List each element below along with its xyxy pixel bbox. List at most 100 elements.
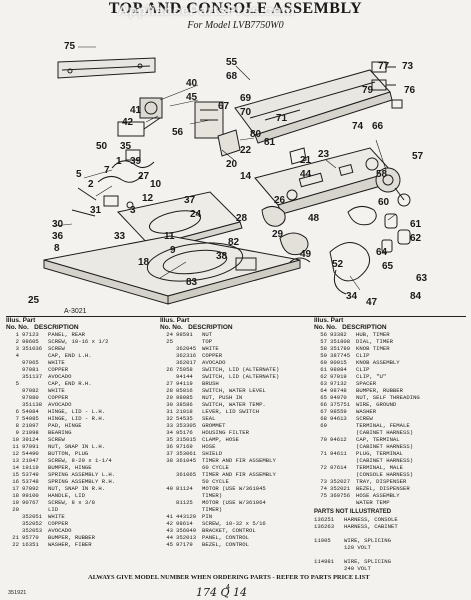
- description-cell: HINGE, LID - R.H.: [48, 415, 106, 422]
- illus-no-cell: 60: [320, 359, 327, 366]
- page-number: 4: [226, 584, 230, 591]
- description-cell: WIRE, SPLICING: [344, 537, 391, 544]
- illus-no-cell: 18: [12, 492, 19, 499]
- part-no-cell: 352051: [22, 513, 43, 520]
- callout-14: 14: [240, 171, 252, 182]
- description-cell: TIMER AND FIR ASSEMBLY: [202, 471, 276, 478]
- description-cell: HOSE: [202, 443, 216, 450]
- part-no-cell: [330, 499, 356, 506]
- illus-no-cell: 71: [320, 450, 327, 457]
- part-no-cell: 375751: [330, 401, 351, 408]
- part-no-cell: 351137: [22, 373, 43, 380]
- illus-no-cell: [6, 387, 22, 394]
- hinge-springs: [72, 150, 154, 216]
- description-cell: TERMINAL, FEMALE: [356, 422, 410, 429]
- description-cell: TIMER): [202, 492, 223, 499]
- illus-no-cell: 25: [166, 338, 173, 345]
- part-no-cell: [330, 429, 356, 436]
- part-no-cell: 21047: [22, 457, 39, 464]
- illus-no-cell: 2: [15, 338, 19, 345]
- part-no-cell: 85016: [176, 387, 193, 394]
- header-no: No. No.: [314, 324, 337, 331]
- part-no-cell: 16351: [22, 541, 39, 548]
- part-no-cell: 98559: [330, 408, 347, 415]
- description-cell: SWITCH, WATER LEVEL: [202, 387, 266, 394]
- header-description: DESCRIPTION: [342, 324, 387, 331]
- description-cell: [344, 530, 466, 537]
- table-row: (CABINET HARNESS): [314, 457, 466, 464]
- illus-no-cell: 64: [320, 387, 327, 394]
- timer-assembly: [118, 98, 223, 138]
- part-no-cell: 39124: [22, 436, 39, 443]
- rear-panel: [58, 58, 155, 78]
- callout-27: 27: [138, 171, 150, 182]
- description-cell: PAD, HINGE: [48, 422, 82, 429]
- part-no-cell: 94612: [330, 436, 347, 443]
- column-header: Illus. Part No. No. DESCRIPTION: [314, 317, 466, 331]
- part-no-cell: [330, 457, 356, 464]
- description-cell: BUMPER, RUBBER: [48, 534, 95, 541]
- description-cell: PIN: [202, 513, 213, 520]
- column-header: Illus. Part No. No. DESCRIPTION: [160, 317, 310, 331]
- part-no-cell: 94970: [330, 394, 347, 401]
- callout-33: 33: [114, 231, 126, 242]
- part-no-cell: 38586: [176, 401, 193, 408]
- description-cell: CLIP: [356, 352, 370, 359]
- part-no-cell: 98605: [22, 338, 39, 345]
- header-description: DESCRIPTION: [34, 324, 79, 331]
- illus-no-cell: 44: [166, 534, 173, 541]
- illus-no-cell: 40: [166, 485, 173, 492]
- part-no-cell: 94613: [330, 415, 347, 422]
- part-no-cell: 352052: [22, 520, 43, 527]
- illus-no-cell: 34: [166, 429, 173, 436]
- description-cell: BUMPER, HINGE: [48, 464, 92, 471]
- description-cell: AVOCADO: [48, 527, 72, 534]
- part-no-cell: [314, 565, 344, 572]
- handwritten-note: 174 Q 14: [196, 586, 248, 599]
- callout-40: 40: [186, 78, 198, 89]
- part-no-cell: 94119: [176, 380, 193, 387]
- callout-82: 82: [228, 237, 240, 248]
- part-no-cell: 356049: [176, 527, 197, 534]
- part-no-cell: 53749: [22, 471, 39, 478]
- illus-no-cell: [314, 443, 330, 450]
- description-cell: HINGE, LID - L.H.: [48, 408, 106, 415]
- part-no-cell: 21018: [176, 408, 193, 415]
- description-cell: (CABINET HARNESS): [356, 457, 414, 464]
- description-cell: BUMPER, RUBBER: [356, 387, 403, 394]
- part-no-cell: 93382: [330, 331, 347, 338]
- part-no-cell: 97092: [22, 485, 39, 492]
- illus-no-cell: 32: [166, 415, 173, 422]
- part-no-cell: 54085: [22, 415, 39, 422]
- part-no-cell: 98614: [176, 520, 193, 527]
- part-no-cell: [176, 478, 202, 485]
- part-no-cell: 136251: [314, 516, 335, 523]
- description-cell: TERMINAL, MALE: [356, 464, 403, 471]
- callout-24: 24: [190, 209, 202, 220]
- description-cell: SPRING ASSEMBLY R.H.: [48, 478, 116, 485]
- callout-29: 29: [272, 229, 284, 240]
- callout-7: 7: [104, 165, 110, 176]
- callout-52: 52: [332, 259, 344, 270]
